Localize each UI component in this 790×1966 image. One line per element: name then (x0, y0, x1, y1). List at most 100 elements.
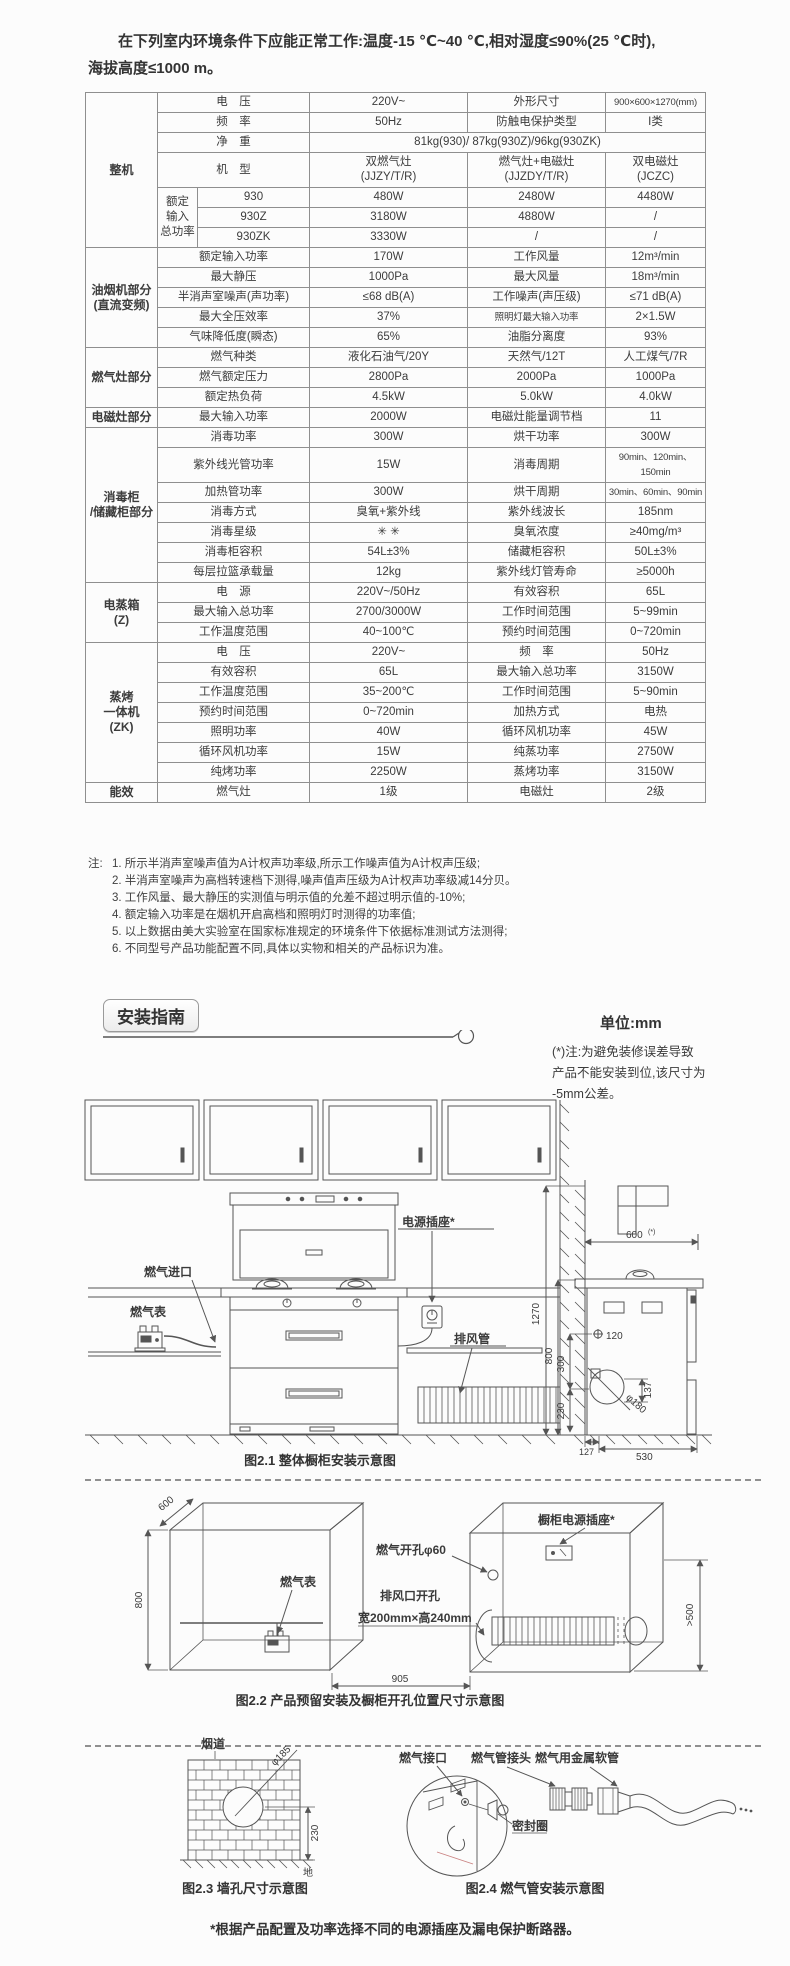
power-socket-icon (545, 1545, 573, 1561)
spec-cell: 65L (309, 662, 468, 683)
spec-cell: 工作时间范围 (467, 602, 606, 623)
spec-group-label: 燃气灶部分 (85, 347, 158, 408)
dim-label: >500 (685, 1603, 696, 1626)
fig-label: 燃气用金属软管 (535, 1750, 619, 1765)
dim-label: 230 (310, 1824, 321, 1841)
note-item: 6. 不同型号产品功能配置不同,具体以实物和相关的产品标识为准。 (88, 941, 728, 958)
spec-cell: 烘干功率 (467, 427, 606, 448)
spec-cell: 930ZK (197, 227, 310, 248)
spec-cell: 燃气灶 (157, 782, 310, 803)
spec-cell: 防触电保护类型 (467, 112, 606, 133)
spec-cell: 额定输入功率 (157, 247, 310, 268)
dim-label: 120 (606, 1331, 623, 1342)
dim-label: 1270 (531, 1302, 542, 1325)
spec-cell: 纯烤功率 (157, 762, 310, 783)
fig-2-4-diagram: 燃气接口 密封圈 燃气管接头 燃气用金属软管 (399, 1750, 753, 1877)
spec-cell: / (605, 227, 706, 248)
spec-cell: 天然气/12T (467, 347, 606, 368)
note-prefix (88, 873, 112, 890)
spec-cell: 90min、120min、150min (605, 447, 706, 483)
exhaust-duct-icon (491, 1616, 648, 1646)
dim-label: 530 (636, 1452, 653, 1462)
gas-hole-icon (593, 1329, 603, 1339)
spec-cell: 50Hz (309, 112, 468, 133)
note-text: 2. 半消声室噪声为高档转速档下测得,噪声值声压级为A计权声功率级减14分贝。 (112, 875, 517, 887)
note-text: 5. 以上数据由美大实验室在国家标准规定的环境条件下依据标准测试方法测得; (112, 926, 508, 938)
stove-unit (220, 1192, 408, 1435)
dashed-separator (85, 1745, 761, 1747)
metal-hose-icon (597, 1787, 753, 1826)
spec-cell: 燃气灶+电磁灶 (JJZDY/T/R) (467, 152, 606, 188)
spec-cell: 1级 (309, 782, 468, 803)
seal-ring-icon (487, 1799, 509, 1821)
fig-2-2-diagram: 600 800 905 >500 燃气表 燃气开孔φ60 排风口开孔 宽200m… (134, 1494, 708, 1690)
spec-cell: 12m³/min (605, 247, 706, 268)
spec-cell: 50L±3% (605, 542, 706, 563)
spec-cell: 消毒方式 (157, 502, 310, 523)
note-prefix: 注: (88, 858, 103, 870)
spec-cell: 消毒柜容积 (157, 542, 310, 563)
spec-cell: ✳ ✳ (309, 522, 468, 543)
fig-label: 燃气表 (280, 1574, 317, 1589)
fig-label: 燃气接口 (399, 1750, 447, 1765)
spec-cell: 照明灯最大输入功率 (467, 307, 606, 328)
spec-cell: 0~720min (605, 622, 706, 643)
dim-label: 600 (626, 1230, 643, 1241)
spec-cell: 频 率 (157, 112, 310, 133)
fig-label: 电源插座* (402, 1214, 455, 1229)
spec-cell: 半消声室噪声(声功率) (157, 287, 310, 308)
spec-cell: 外形尺寸 (467, 92, 606, 113)
install-guide-badge: 安装指南 (103, 999, 199, 1032)
note-item: 3. 工作风量、最大静压的实测值与明示值的允差不超过明示值的-10%; (88, 890, 728, 907)
dim-label: 137 (643, 1381, 654, 1398)
spec-cell: 净 重 (157, 132, 310, 153)
spec-cell: 最大输入总功率 (157, 602, 310, 623)
spec-cell: 5.0kW (467, 387, 606, 408)
spec-cell: 频 率 (467, 642, 606, 663)
spec-cell: 2000W (309, 407, 468, 428)
spec-group-label: 能效 (85, 782, 158, 803)
spec-cell: 每层拉篮承载量 (157, 562, 310, 583)
spec-cell: 机 型 (157, 152, 310, 188)
spec-cell: 工作时间范围 (467, 682, 606, 703)
spec-cell: 15W (309, 447, 468, 483)
dashed-separator (85, 1479, 761, 1481)
spec-group-label: 消毒柜 /储藏柜部分 (85, 427, 158, 583)
spec-group-label: 油烟机部分 (直流变频) (85, 247, 158, 348)
note-item: 注:1. 所示半消声室噪声值为A计权声功率级,所示工作噪声值为A计权声压级; (88, 856, 728, 873)
spec-cell: 最大风量 (467, 267, 606, 288)
exhaust-duct-icon (417, 1386, 561, 1424)
spec-cell: 40W (309, 722, 468, 743)
fig-label: 排风管 (454, 1331, 490, 1346)
spec-cell: 54L±3% (309, 542, 468, 563)
spec-cell: 消毒功率 (157, 427, 310, 448)
fig-label: 烟道 (201, 1736, 225, 1751)
spec-cell: 紫外线波长 (467, 502, 606, 523)
adjacent-cabinet (468, 1501, 665, 1674)
spec-cell: 2×1.5W (605, 307, 706, 328)
spec-cell: ≥5000h (605, 562, 706, 583)
spec-cell: 油脂分离度 (467, 327, 606, 348)
spec-cell: 930 (197, 187, 310, 208)
note-item: 5. 以上数据由美大实验室在国家标准规定的环境条件下依据标准测试方法测得; (88, 924, 728, 941)
hose-hook (447, 1825, 466, 1852)
spec-cell: 1000Pa (605, 367, 706, 388)
spec-cell: 18m³/min (605, 267, 706, 288)
spec-cell: I类 (605, 112, 706, 133)
fig-label: 密封圈 (512, 1818, 548, 1833)
spec-cell: 2级 (605, 782, 706, 803)
spec-cell: 4480W (605, 187, 706, 208)
spec-cell: 30min、60min、90min (605, 482, 706, 503)
spec-cell: 40~100℃ (309, 622, 468, 643)
spec-cell: 50Hz (605, 642, 706, 663)
spec-cell: 480W (309, 187, 468, 208)
gas-interface-icon (461, 1798, 469, 1806)
spec-cell: 185nm (605, 502, 706, 523)
spec-cell: 300W (309, 482, 468, 503)
spec-cell: 4.0kW (605, 387, 706, 408)
spec-cell: 900×600×1270(mm) (605, 92, 706, 113)
socket-cable (397, 1327, 433, 1347)
fig-label: 燃气管接头 (471, 1750, 531, 1765)
spec-cell: 紫外线光管功率 (157, 447, 310, 483)
spec-cell: 加热管功率 (157, 482, 310, 503)
